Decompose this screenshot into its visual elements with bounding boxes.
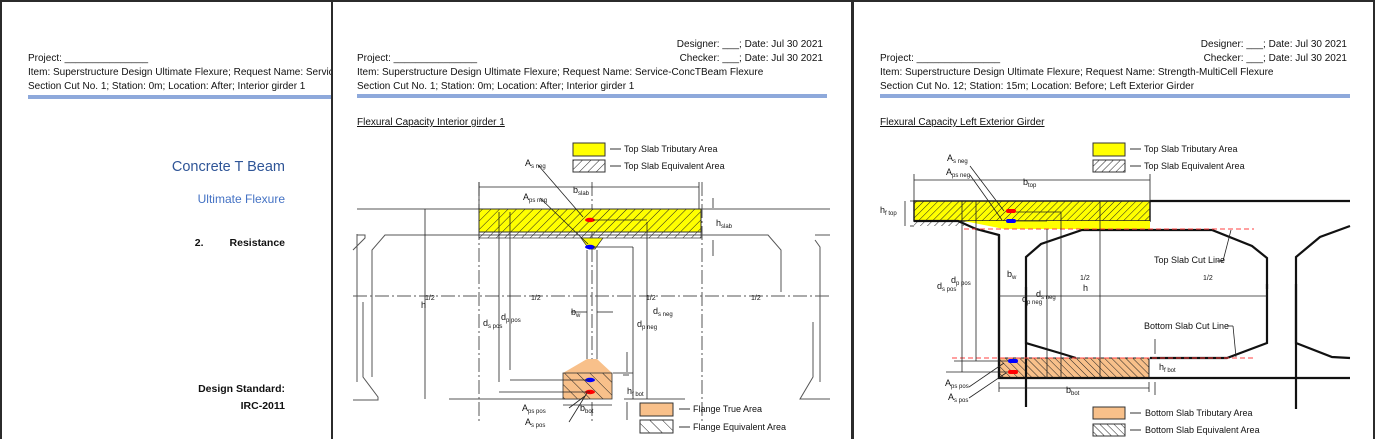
header-designer: Designer: ___; Date: Jul 30 2021 xyxy=(676,39,823,50)
design-standard-label: Design Standard: xyxy=(198,383,285,395)
rebar-neg xyxy=(1006,209,1016,213)
label-dp-neg: dp neg xyxy=(1022,294,1042,306)
legend-swatch-tributary xyxy=(572,142,606,157)
section-title: Flexural Capacity Left Exterior Girder xyxy=(880,117,1045,128)
label-dp-neg: dp neg xyxy=(637,319,657,331)
header-section: Section Cut No. 12; Station: 15m; Locati… xyxy=(880,81,1195,92)
header-rule xyxy=(28,95,331,99)
top-slab-equivalent-area xyxy=(478,231,702,239)
design-standard-value: IRC-2011 xyxy=(240,400,285,412)
label-hf-bot: hf bot xyxy=(1159,362,1176,374)
label-as-neg: As neg xyxy=(525,158,546,170)
legend-swatch-equivalent xyxy=(572,159,606,173)
label-h: h xyxy=(421,300,426,310)
header-rule xyxy=(880,94,1350,98)
legend-label-top-equivalent: Top Slab Equivalent Area xyxy=(1144,161,1245,171)
header-checker: Checker: ___; Date: Jul 30 2021 xyxy=(1203,53,1347,64)
header-checker: Checker: ___; Date: Jul 30 2021 xyxy=(679,53,823,64)
label-aps-neg: Aps neg xyxy=(523,192,547,204)
label-ds-neg: ds neg xyxy=(1036,289,1056,301)
label-aps-pos: Aps pos xyxy=(522,403,546,415)
label-half-2: 1/2 xyxy=(1203,275,1213,282)
header-project: Project: _______________ xyxy=(880,53,1001,64)
label-half-2: 1/2 xyxy=(531,295,541,302)
report-page-exterior-girder: Designer: ___; Date: Jul 30 2021 Checker… xyxy=(854,0,1375,439)
flange-equivalent-area xyxy=(562,372,613,400)
label-aps-pos: Aps pos xyxy=(945,378,969,390)
chapter-title: Resistance xyxy=(229,237,285,249)
label-bw: bw xyxy=(571,307,581,319)
cover-subtitle: Ultimate Flexure xyxy=(197,192,285,206)
legend-top: Top Slab Tributary Area Top Slab Equival… xyxy=(1092,142,1245,173)
legend-label-top-tributary: Top Slab Tributary Area xyxy=(1144,144,1238,154)
header-project: Project: _______________ xyxy=(357,53,478,64)
label-as-pos: As pos xyxy=(525,417,545,429)
legend-swatch-bottom-tributary xyxy=(1092,406,1126,420)
header-section: Section Cut No. 1; Station: 0m; Location… xyxy=(28,81,306,92)
label-h: h xyxy=(1083,283,1088,293)
label-aps-neg: Aps neg xyxy=(946,167,970,179)
cover-title: Concrete T Beam xyxy=(171,159,285,175)
chapter-number: 2. xyxy=(194,237,204,249)
tendon-neg xyxy=(585,244,595,250)
top-slab-equivalent-area xyxy=(914,221,964,226)
header-rule xyxy=(357,94,827,98)
label-dp-pos: dp pos xyxy=(501,312,521,324)
legend-swatch-flange-true xyxy=(639,402,674,417)
label-ds-pos: ds pos xyxy=(483,318,502,330)
t-beam-section-diagram: As neg Aps neg bslab hslab h ds pos dp p… xyxy=(352,142,830,434)
legend-swatch-bottom-equivalent xyxy=(1092,423,1126,437)
legend-top: Top Slab Tributary Area Top Slab Equival… xyxy=(572,142,725,173)
label-ds-pos: ds pos xyxy=(937,281,956,293)
multicell-section-diagram: As neg Aps neg btop hf top Top Slab Cut … xyxy=(880,142,1351,437)
label-hf-bot: hf bot xyxy=(627,386,644,398)
legend-label-flange-true: Flange True Area xyxy=(693,404,762,414)
label-b-slab: bslab xyxy=(573,185,590,197)
legend-swatch-top-tributary xyxy=(1092,142,1126,157)
label-b-top: btop xyxy=(1023,177,1037,189)
section-title: Flexural Capacity Interior girder 1 xyxy=(357,117,505,128)
label-as-pos: As pos xyxy=(948,392,968,404)
label-as-neg: As neg xyxy=(947,153,968,165)
legend-label-bottom-tributary: Bottom Slab Tributary Area xyxy=(1145,408,1253,418)
tendon-pos xyxy=(1008,359,1018,363)
label-h-slab: hslab xyxy=(716,218,733,230)
chapter-heading: 2. Resistance xyxy=(195,237,285,249)
legend-swatch-flange-equivalent xyxy=(639,419,674,434)
report-page-cover: Project: _______________ Item: Superstru… xyxy=(0,0,333,439)
label-half-1: 1/2 xyxy=(425,295,435,302)
header-designer: Designer: ___; Date: Jul 30 2021 xyxy=(1200,39,1347,50)
tendon-neg xyxy=(1006,219,1016,223)
slab-soffit-line xyxy=(371,234,782,377)
left-girder-outline xyxy=(352,234,366,251)
label-b-bot: bbot xyxy=(1066,385,1080,397)
label-dp-pos: dp pos xyxy=(951,275,971,287)
label-top-slab-cut-line: Top Slab Cut Line xyxy=(1154,255,1225,265)
rebar-neg xyxy=(585,217,595,223)
legend-label-equivalent: Top Slab Equivalent Area xyxy=(624,161,725,171)
legend-swatch-top-equivalent xyxy=(1092,159,1126,173)
legend-bottom: Flange True Area Flange Equivalent Area xyxy=(639,402,786,434)
label-hf-top: hf top xyxy=(880,205,897,217)
label-bw: bw xyxy=(1007,269,1017,281)
header-item: Item: Superstructure Design Ultimate Fle… xyxy=(357,67,764,78)
label-half-1: 1/2 xyxy=(1080,275,1090,282)
header-item: Item: Superstructure Design Ultimate Fle… xyxy=(880,67,1274,78)
legend-label-bottom-equivalent: Bottom Slab Equivalent Area xyxy=(1145,425,1260,435)
label-bottom-slab-cut-line: Bottom Slab Cut Line xyxy=(1144,321,1229,331)
report-page-interior-girder: Designer: ___; Date: Jul 30 2021 Checker… xyxy=(333,0,854,439)
label-b-bot: bbot xyxy=(580,403,594,415)
label-ds-neg: ds neg xyxy=(653,306,673,318)
header-project: Project: _______________ xyxy=(28,53,149,64)
legend-bottom: Bottom Slab Tributary Area Bottom Slab E… xyxy=(1092,406,1260,437)
label-half-4: 1/2 xyxy=(751,295,761,302)
header-section: Section Cut No. 1; Station: 0m; Location… xyxy=(357,81,635,92)
legend-label-tributary: Top Slab Tributary Area xyxy=(624,144,718,154)
rebar-pos xyxy=(1008,370,1018,374)
label-half-3: 1/2 xyxy=(646,295,656,302)
legend-label-flange-equivalent: Flange Equivalent Area xyxy=(693,422,786,432)
header-item: Item: Superstructure Design Ultimate Fle… xyxy=(28,67,333,78)
